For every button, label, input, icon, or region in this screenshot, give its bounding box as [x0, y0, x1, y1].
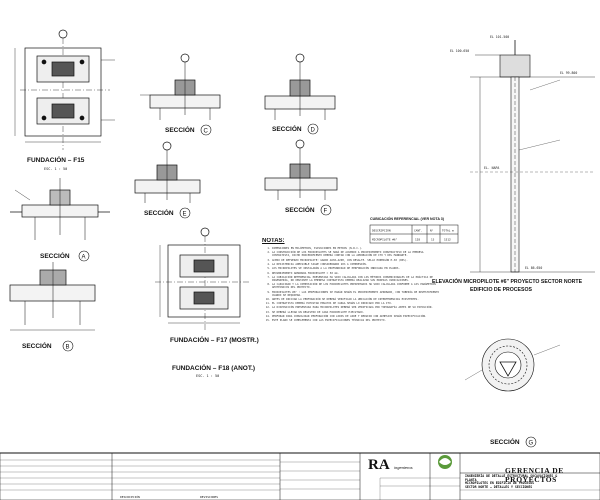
revisions-header: REVISIONES — [200, 495, 218, 499]
project-line-3: SECTOR NORTE – DETALLES Y SECCIONES — [465, 484, 533, 489]
note-item: LA CUBICACIÓN REFERENCIAL PRESENTADA HA … — [272, 276, 440, 282]
notes-title: NOTAS: — [262, 238, 285, 244]
fundacion-f17-title: FUNDACIÓN – F17 (MOSTR.) — [170, 335, 259, 344]
project-line-1: PLANTA — [465, 477, 477, 482]
general-notes: NOTAS: DIMENSIONES EN MILÍMETROS, ELEVAC… — [262, 238, 440, 453]
title-block — [0, 452, 600, 500]
note-item: LA CAPACIDAD Y LA COMPOSICIÓN DE LOS MIC… — [272, 283, 440, 289]
note-item: MICROPILOTES #6" : LAS PERFORACIONES SE … — [272, 291, 440, 297]
seccion-e-drawing — [134, 141, 201, 203]
note-item: ESTE PLANO SE COMPLEMENTA CON LAS ESPECI… — [272, 319, 440, 322]
seccion-b-letter: B — [66, 345, 70, 351]
micropile-elevation — [470, 40, 595, 273]
seccion-d-title: SECCIÓN — [272, 124, 302, 133]
note-item: ANTES DE INICIAR LA PERFORACIÓN SE DEBER… — [272, 298, 440, 301]
seccion-d-letter: D — [311, 128, 316, 134]
note-item: LA RESISTENCIA ADMISIBLE SIGUE CONSIDERA… — [272, 263, 440, 266]
note-item: RECUBRIMIENTO ARMADURA MICROPILOTE = 50 … — [272, 272, 440, 275]
seccion-e-letter: E — [183, 212, 187, 218]
project-line-0: INGENIERÍA DE DETALLE ESTRUCTURAL SOCAVA… — [465, 474, 558, 478]
table-header-1: CANT. — [414, 229, 423, 233]
level-3: EL 99.800 — [560, 71, 577, 75]
project-description: INGENIERÍA DE DETALLE ESTRUCTURAL SOCAVA… — [465, 474, 595, 489]
seccion-g-title: SECCIÓN — [490, 437, 520, 446]
ra-ingenieros-logo: RA ingenieros — [368, 456, 428, 478]
note-item: DIMENSIONES EN MILÍMETROS, ELEVACIONES E… — [272, 247, 440, 250]
level-4: EL 86.650 — [525, 266, 542, 270]
note-item: LA DISPOSICIÓN PRESENTADA PARA MICROPILO… — [272, 306, 440, 309]
table-cell-0-2: 13 — [431, 238, 435, 242]
table-header-0: DESCRIPCIÓN — [372, 228, 391, 233]
fundacion-f15-plan — [14, 29, 115, 150]
seccion-f-letter: F — [324, 209, 328, 215]
seccion-f-drawing — [264, 139, 338, 200]
note-item: SE DEBERÁ LLEVAR UN REGISTRO DE CADA MIC… — [272, 311, 440, 314]
seccion-e-title: SECCIÓN — [144, 208, 174, 217]
notes-list: DIMENSIONES EN MILÍMETROS, ELEVACIONES E… — [262, 247, 440, 322]
seccion-a-title: SECCIÓN — [40, 251, 70, 260]
micropile-subtitle: EDIFICIO DE PROCESOS — [470, 287, 533, 293]
fundacion-f18-title: FUNDACIÓN – F18 (ANOT.) — [172, 363, 255, 372]
gerencia-logo-icon — [438, 455, 452, 469]
seccion-b-drawing — [9, 262, 96, 331]
note-item: PERFORAR PARA CONSOLIDAR PERFORACIÓN CON… — [272, 315, 440, 318]
note-item: LOS MICROPILOTES SE INSTALARÁN A LA PROF… — [272, 267, 440, 270]
seccion-c-drawing — [140, 53, 221, 120]
table-cell-0-0: MICROPILOTE #6" — [372, 238, 398, 242]
seccion-d-drawing — [264, 53, 336, 120]
fundacion-f15-title: FUNDACIÓN – F15 — [27, 155, 85, 164]
description-header: DESCRIPCIÓN — [120, 494, 140, 499]
fundacion-f18-scale: ESC. 1 : 50 — [196, 374, 219, 378]
fundacion-f17-plan — [155, 227, 250, 330]
table-header-3: TOTAL m — [442, 229, 454, 233]
table-cell-0-1: 128 — [415, 238, 420, 242]
level-1: EL 100.650 — [450, 49, 469, 53]
level-2: EL 101.500 — [490, 35, 509, 39]
company-name: GERENCIA DE PROYECTOS — [505, 466, 564, 484]
seccion-g-letter: G — [529, 441, 534, 447]
project-line-2: MICROPILOTES EN EDIFICIO DE PROCESOS — [465, 481, 535, 486]
seccion-g-drawing — [464, 338, 561, 392]
seccion-b-title: SECCIÓN — [22, 341, 52, 350]
seccion-c-letter: C — [204, 129, 209, 135]
napa-level: EL. NAPA — [484, 166, 499, 170]
note-item: LA CONSTRUCCIÓN DE LOS MICROPILOTES SE H… — [272, 251, 440, 257]
cubicacion-table — [369, 224, 459, 244]
micropile-title: ELEVACIÓN MICROPILOTE #6" PROYECTO SECTO… — [432, 277, 583, 285]
seccion-c-title: SECCIÓN — [165, 125, 195, 134]
table-cell-0-3: 1512 — [444, 238, 451, 242]
seccion-a-drawing — [10, 178, 110, 240]
note-item: ACERO DE REFUERZO MICROPILOTE: GRADO A63… — [272, 259, 440, 262]
seccion-a-letter: A — [82, 255, 86, 261]
logo-ra-text: RA — [368, 457, 390, 473]
note-item: EL CONTRATISTA DEBERÁ EJECUTAR ENSAYOS D… — [272, 302, 440, 305]
table-title: CUBICACIÓN REFERENCIAL (VER NOTA 3) — [370, 216, 445, 221]
seccion-f-title: SECCIÓN — [285, 205, 315, 214]
logo-sub-text: ingenieros — [394, 465, 413, 470]
fundacion-f15-scale: ESC. 1 : 50 — [44, 167, 67, 171]
table-header-2: N° — [430, 229, 434, 233]
